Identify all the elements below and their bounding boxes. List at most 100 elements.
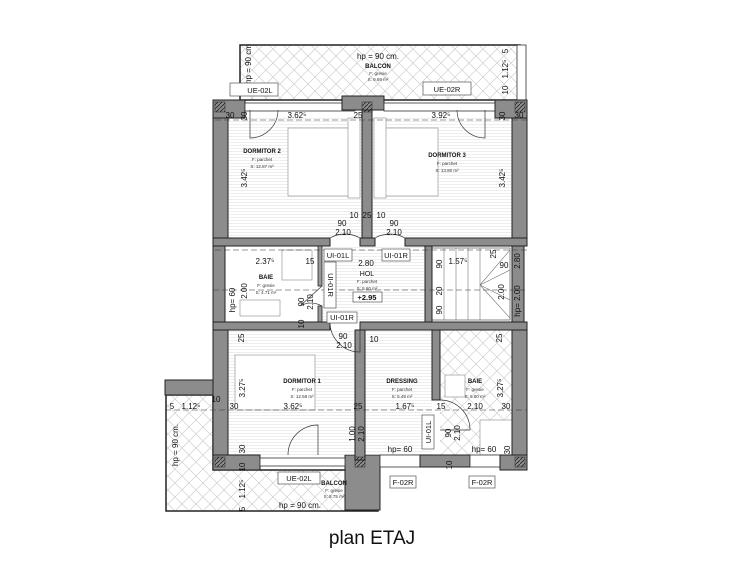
dimension-label: 30 (515, 111, 524, 120)
dimension-label: 2.10 (335, 228, 351, 237)
dimension-label: 90 (444, 428, 453, 437)
dimension-label: hp= 60 (228, 287, 237, 312)
dimension-label: 25 (354, 111, 363, 120)
svg-text:DORMITOR 3: DORMITOR 3 (428, 153, 466, 159)
svg-text:S: 5.60 m²: S: 5.60 m² (357, 286, 378, 291)
room-balcon-top: hp = 90 cm. BALCON F: gresie S: 9.69 m² … (244, 44, 399, 84)
svg-text:F: gresie: F: gresie (257, 283, 275, 288)
svg-text:BALCON: BALCON (321, 481, 347, 487)
svg-text:F: parchet: F: parchet (252, 157, 273, 162)
svg-text:BAIE: BAIE (259, 275, 273, 281)
dimension-label: 30 (498, 111, 507, 120)
dimension-label: 2.10 (357, 426, 366, 442)
svg-text:F: parchet: F: parchet (392, 387, 413, 392)
svg-text:S: 12.58 m²: S: 12.58 m² (290, 394, 314, 399)
svg-text:F: parchet: F: parchet (292, 387, 313, 392)
tag-ue-02l-bottom: UE-02L (277, 471, 321, 485)
dimension-label: 3.92⁵ (432, 111, 451, 120)
dimension-label: 3.62⁵ (284, 402, 303, 411)
room-baie-left: BAIE F: gresie S: 4.71 m² (256, 275, 277, 295)
doors (249, 109, 486, 456)
dimension-label: 10 (297, 319, 306, 328)
svg-text:S: 13.80 m²: S: 13.80 m² (435, 168, 459, 173)
dimension-lines (165, 119, 527, 411)
opening-tag-label: F-02R (472, 478, 493, 487)
opening-tag-label: UI-01R (384, 251, 408, 260)
opening-tag-label: UI-01L (327, 251, 350, 260)
dimension-label: 2.80 (358, 259, 374, 268)
svg-text:S: 4.71 m²: S: 4.71 m² (256, 290, 277, 295)
dimension-label: 10 (212, 395, 221, 404)
dimension-label: 90 (297, 297, 306, 306)
svg-text:F: parchet: F: parchet (437, 161, 458, 166)
dimension-label: 20 (435, 286, 444, 295)
room-baie-right: BAIE F: gresie S: 6.80 m² (465, 379, 486, 399)
dimension-label: 25 (363, 211, 372, 220)
svg-text:F: parchet: F: parchet (357, 279, 378, 284)
balcony-top (239, 44, 527, 101)
dimension-label: 2.00 (497, 284, 506, 300)
dimension-label: 2.37⁵ (256, 257, 275, 266)
dimension-label: 30 (226, 111, 235, 120)
tag-f-02r-right: F-02R (468, 475, 496, 489)
tag-ui-01r-hol: UI-01R (381, 248, 411, 262)
dimension-label: 30 (502, 402, 511, 411)
room-dormitor-2: DORMITOR 2 F: parchet S: 12.87 m² (243, 149, 281, 169)
balcony-bottom (164, 379, 381, 512)
dimension-label: 25 (354, 402, 363, 411)
tag-ui-01l-baie-right: UI-01L (421, 414, 435, 450)
dimension-label: 1.57⁵ (449, 257, 468, 266)
opening-tag-label: UE-02R (434, 85, 461, 94)
dimension-label: 90 (339, 332, 348, 341)
dimension-label: hp = 90 cm. (171, 424, 180, 466)
svg-text:S: 12.87 m²: S: 12.87 m² (250, 164, 274, 169)
dimension-label: 3.27⁵ (496, 379, 505, 398)
dimension-label: 5 (238, 506, 247, 511)
dimension-label: 3.42⁵ (498, 169, 507, 188)
dimension-label: 2.10 (336, 341, 352, 350)
svg-text:F: gresie: F: gresie (466, 387, 484, 392)
opening-tag-label: UI-01R (326, 273, 335, 297)
walls (212, 95, 528, 471)
dimension-label: 2.80 (513, 253, 522, 269)
svg-text:S: 6.80 m²: S: 6.80 m² (465, 394, 486, 399)
tag-ui-01r-vertical: UI-01R (323, 261, 337, 309)
svg-text:DORMITOR 1: DORMITOR 1 (283, 379, 321, 385)
dimension-label: 2.00 (240, 283, 249, 299)
dimension-label: 1.12⁵ (501, 60, 510, 79)
dimension-label: 1.67⁵ (396, 402, 415, 411)
staircase (431, 247, 511, 321)
svg-text:HOL: HOL (360, 271, 375, 278)
furniture (234, 117, 513, 456)
dimension-label: 90 (435, 305, 444, 314)
svg-text:S: 5.49 m²: S: 5.49 m² (392, 394, 413, 399)
dimension-label: 90 (338, 219, 347, 228)
dimension-label: 10 (377, 211, 386, 220)
dimension-label: 10 (501, 85, 510, 94)
dimension-label: 90 (390, 219, 399, 228)
room-dormitor-1: DORMITOR 1 F: parchet S: 12.58 m² (283, 379, 321, 399)
dimension-label: 2.10 (386, 228, 402, 237)
level-marker: +2.95 (358, 293, 377, 302)
dimension-label: 10 (238, 462, 247, 471)
dimension-label: 30 (503, 445, 512, 454)
room-dormitor-3: DORMITOR 3 F: parchet S: 13.80 m² (428, 153, 466, 173)
svg-text:S: 9.69 m²: S: 9.69 m² (368, 77, 389, 82)
dimension-label: 15 (437, 402, 446, 411)
dimension-label: 25 (495, 333, 504, 342)
dimension-label: 2.10 (467, 402, 483, 411)
opening-tag-label: UE-02L (286, 474, 311, 483)
opening-tag-label: UI-01L (424, 421, 433, 444)
dimension-label: hp = 90 cm (244, 44, 253, 84)
dimension-label: 30 (238, 444, 247, 453)
svg-text:DRESSING: DRESSING (386, 379, 418, 385)
opening-tag-label: UE-02L (247, 86, 272, 95)
dimension-label: 3.42⁵ (240, 169, 249, 188)
svg-text:BALCON: BALCON (365, 64, 391, 70)
dimension-label: 15 (306, 257, 315, 266)
dimension-label: 1.12⁵ (182, 402, 201, 411)
svg-text:F: gresie: F: gresie (369, 71, 387, 76)
room-balcon-bottom: BALCON F: gresie S: 8.75 m² hp = 90 cm. … (171, 424, 347, 510)
tag-ue-02l-top: UE-02L (229, 82, 279, 97)
